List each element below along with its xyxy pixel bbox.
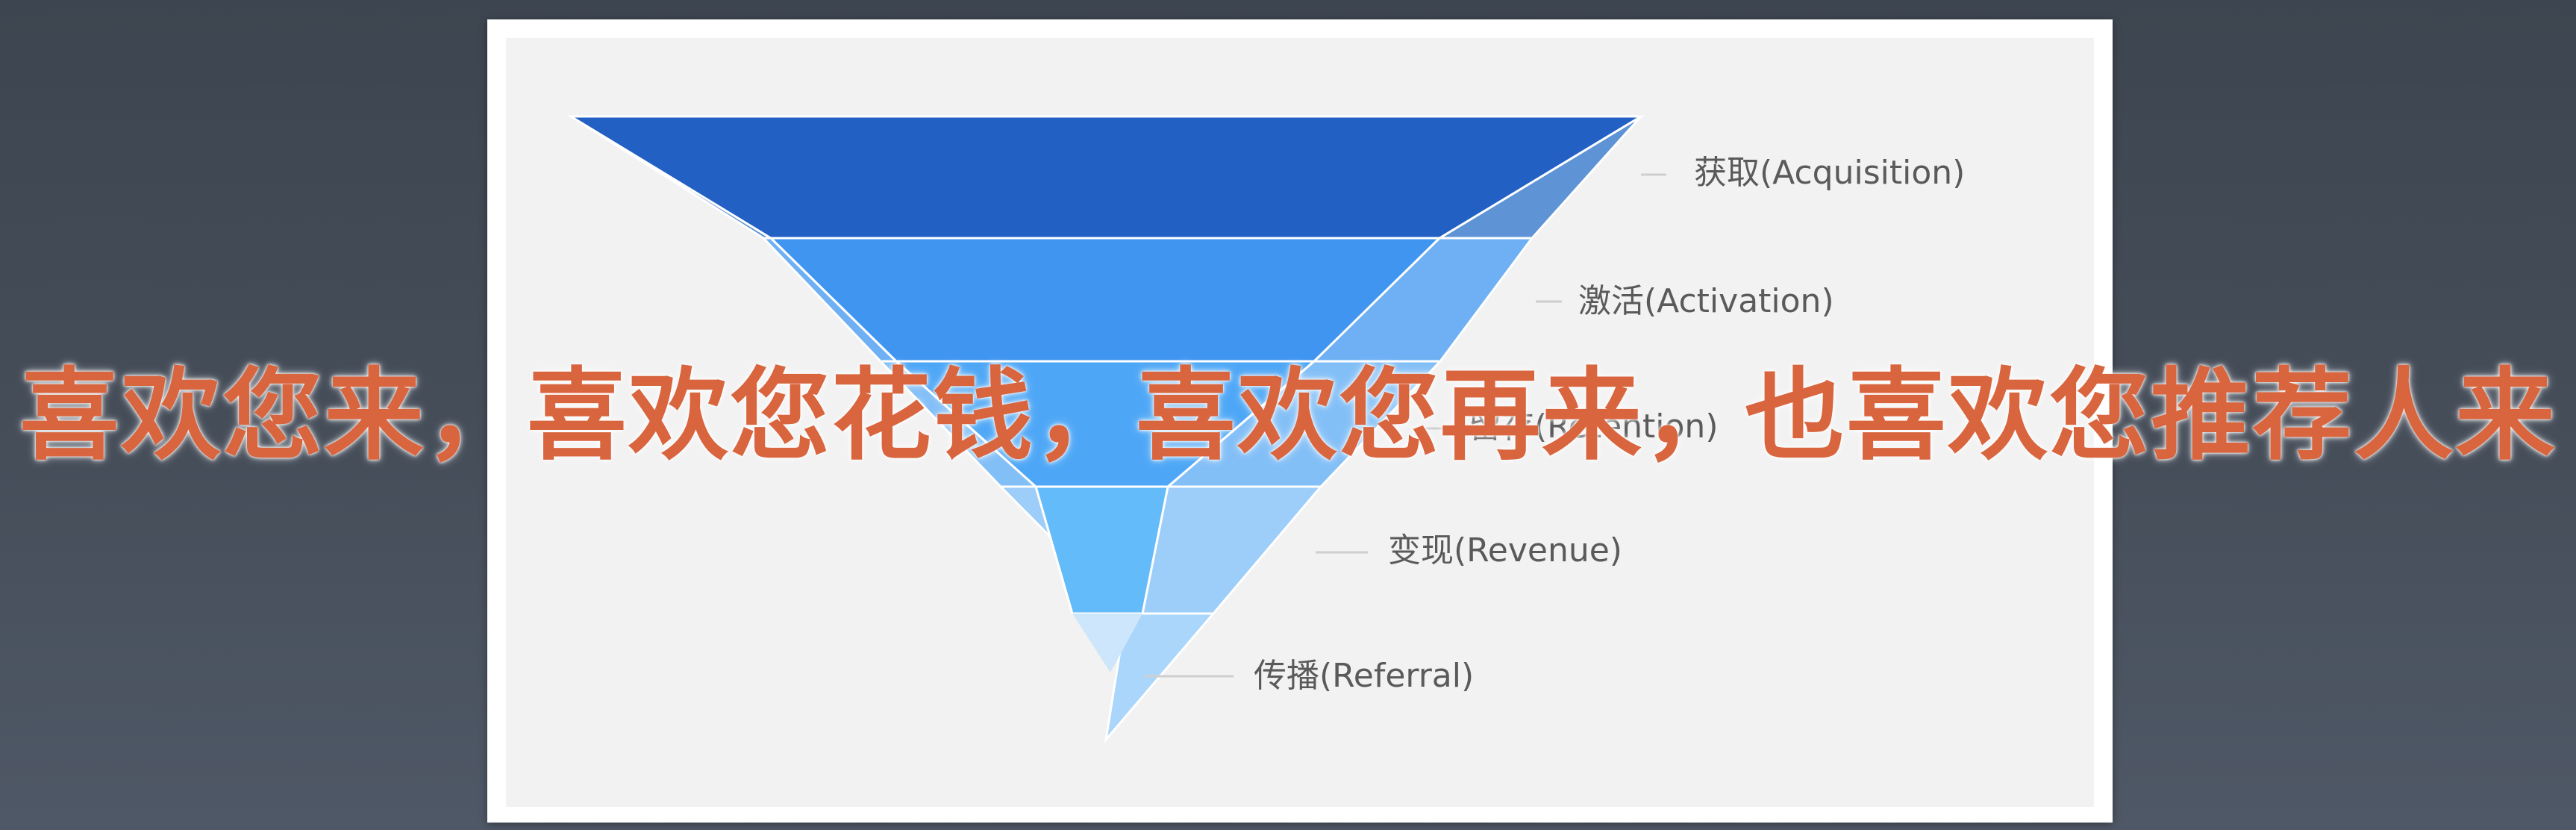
- stage-label-acquisition: 获取(Acquisition): [1694, 154, 1966, 192]
- stage-label-activation: 激活(Activation): [1578, 282, 1834, 320]
- aarrr-funnel-diagram: [566, 115, 1666, 744]
- video-subtitle: 喜欢您来，喜欢您花钱，喜欢您再来，也喜欢您推荐人来: [19, 358, 2557, 474]
- slide-frame: 获取(Acquisition) 激活(Activation) 留存(Retent…: [487, 19, 2113, 823]
- funnel-wing-right-revenue: [1141, 485, 1324, 615]
- stage-label-retention: 留存(Retention): [1469, 408, 1719, 446]
- funnel-core-referral: [1072, 614, 1142, 673]
- stage-label-revenue: 变现(Revenue): [1388, 531, 1622, 570]
- stage-label-referral: 传播(Referral): [1254, 657, 1475, 695]
- funnel-layers: [566, 115, 1666, 744]
